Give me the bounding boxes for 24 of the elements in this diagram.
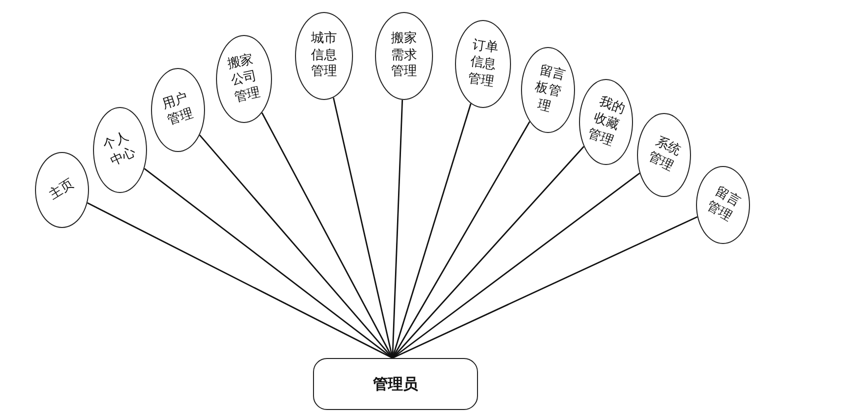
node-label: 订单信息管理 xyxy=(466,36,500,92)
connector-line xyxy=(144,168,393,359)
node-label: 管理员 xyxy=(373,374,418,394)
node-label: 留言管理 xyxy=(703,183,744,226)
node-label: 用户管理 xyxy=(159,90,196,130)
connector-line xyxy=(261,112,394,358)
connector-line xyxy=(392,146,584,358)
node-label: 城市信息管理 xyxy=(310,30,338,82)
node-label: 搬家需求管理 xyxy=(390,30,418,82)
connector-line xyxy=(332,97,394,358)
node-label: 我的收藏管理 xyxy=(584,93,628,150)
node-label: 个人中心 xyxy=(100,128,140,172)
node-label: 留言板管理 xyxy=(532,62,568,116)
connector-line xyxy=(392,172,640,359)
node-label: 系统管理 xyxy=(644,134,684,176)
connector-line xyxy=(392,216,698,359)
node-label: 主页 xyxy=(46,175,78,204)
rounded-box xyxy=(313,358,478,410)
node-label: 搬家公司管理 xyxy=(225,51,263,107)
connector-line xyxy=(392,103,472,358)
connector-line xyxy=(199,134,394,358)
connector-line xyxy=(87,202,393,359)
connector-line xyxy=(392,121,530,358)
connector-line xyxy=(392,100,404,358)
